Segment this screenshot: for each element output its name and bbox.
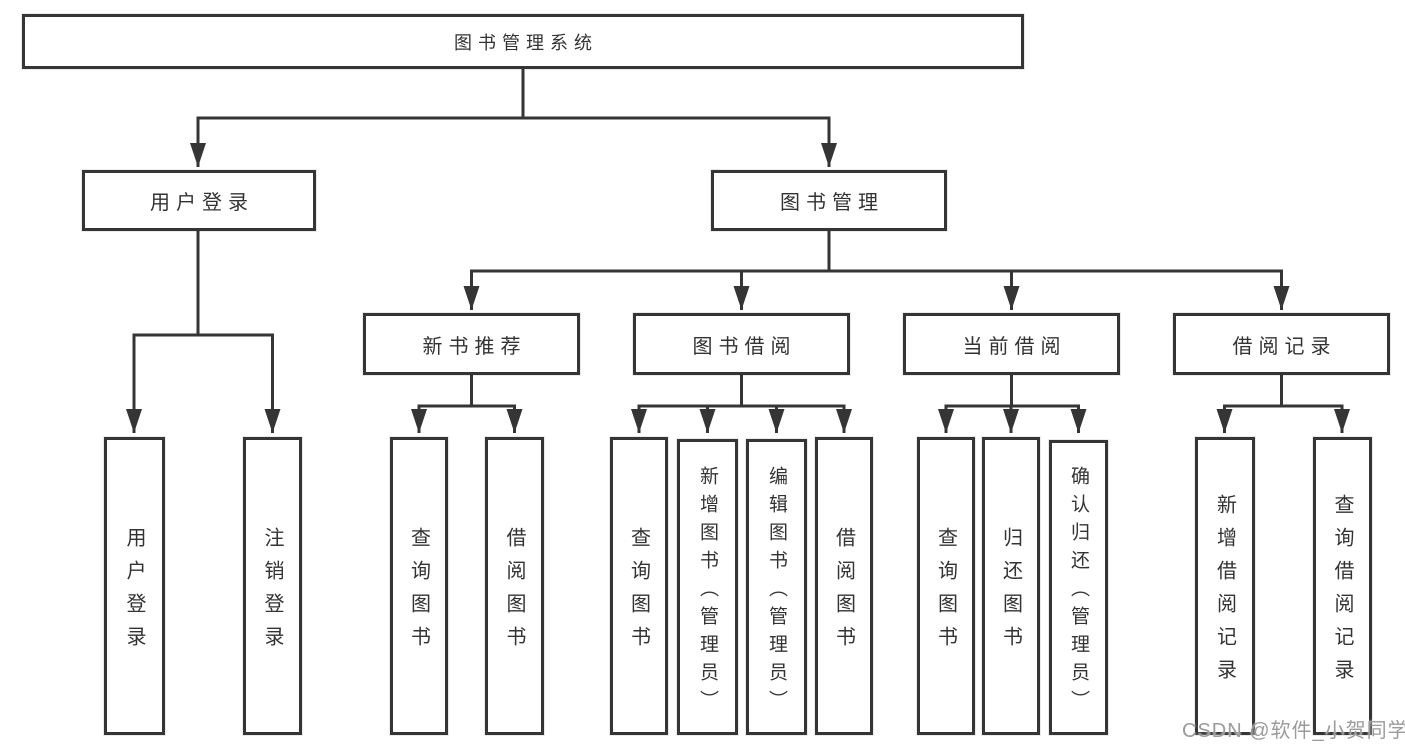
leaf-edit-books-admin: 编辑图书（管理员） (746, 439, 807, 735)
node-current-borrowing: 当前借阅 (903, 313, 1120, 375)
leaf-label: 查询图书 (407, 526, 430, 659)
node-label: 图书借阅 (692, 335, 797, 358)
leaf-query-borrow-record: 查询借阅记录 (1313, 437, 1372, 735)
leaf-borrow-books-recommend: 借阅图书 (485, 437, 544, 735)
node-label: 图书管理系统 (454, 32, 598, 53)
leaf-add-borrow-record: 新增借阅记录 (1195, 437, 1255, 735)
node-borrowing-records: 借阅记录 (1173, 313, 1390, 375)
node-label: 图书管理 (780, 192, 884, 214)
leaf-query-books-current: 查询图书 (917, 437, 975, 735)
node-library-management-system: 图书管理系统 (22, 14, 1024, 69)
leaf-return-books: 归还图书 (982, 437, 1040, 735)
node-label: 用户登录 (150, 192, 254, 214)
csdn-watermark: CSDN @软件_小贺同学 (1182, 720, 1405, 742)
leaf-label: 借阅图书 (503, 526, 525, 659)
node-label: 当前借阅 (962, 335, 1067, 358)
leaf-add-books-admin: 新增图书（管理员） (677, 439, 738, 735)
leaf-label: 确认归还（管理员） (1068, 466, 1089, 718)
leaf-user-login: 用户登录 (104, 437, 165, 735)
leaf-label: 新增图书（管理员） (697, 465, 718, 718)
leaf-query-books-recommend: 查询图书 (390, 437, 448, 735)
leaf-confirm-return-admin: 确认归还（管理员） (1049, 440, 1108, 735)
leaf-label: 用户登录 (123, 526, 145, 659)
leaf-label: 查询借阅记录 (1331, 493, 1353, 692)
node-book-borrowing: 图书借阅 (633, 313, 850, 375)
leaf-label: 新增借阅记录 (1213, 493, 1236, 692)
leaf-label: 查询图书 (934, 526, 957, 659)
leaf-label: 查询图书 (627, 526, 650, 659)
leaf-query-books-borrowing: 查询图书 (610, 437, 668, 735)
leaf-label: 编辑图书（管理员） (766, 465, 787, 718)
leaf-label: 注销登录 (261, 526, 283, 659)
leaf-label: 归还图书 (999, 526, 1022, 659)
leaf-logout: 注销登录 (243, 437, 302, 735)
leaf-label: 借阅图书 (832, 526, 855, 659)
leaf-borrow-books: 借阅图书 (815, 437, 873, 735)
node-label: 借阅记录 (1232, 335, 1337, 358)
node-book-management: 图书管理 (711, 170, 947, 231)
node-new-book-recommendation: 新书推荐 (363, 313, 580, 375)
node-user-login: 用户登录 (82, 170, 316, 231)
node-label: 新书推荐 (422, 335, 527, 358)
